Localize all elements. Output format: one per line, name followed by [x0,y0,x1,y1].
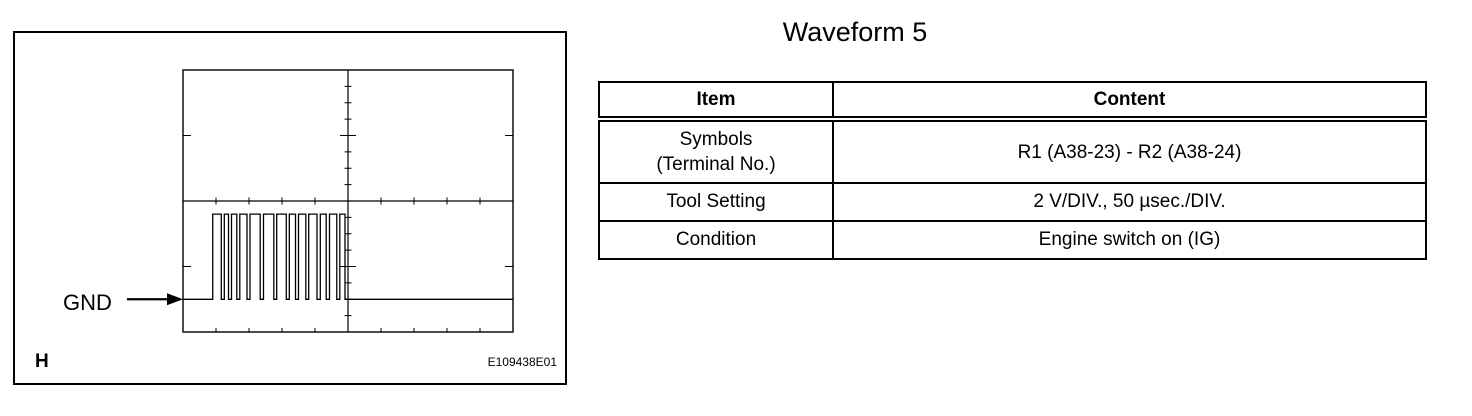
gnd-arrow-head [167,293,183,306]
panel-letter: H [35,351,49,372]
figure-id: E109438E01 [487,355,557,369]
item-cell: Tool Setting [598,182,834,222]
item-line: (Terminal No.) [656,154,776,175]
table-row: Symbols (Terminal No.) R1 (A38-23) - R2 … [598,118,1427,184]
table-row: Tool Setting 2 V/DIV., 50 µsec./DIV. [598,182,1427,222]
gnd-label: GND [63,290,112,315]
waveform-figure: GND H E109438E01 [13,31,567,385]
item-line: Symbols [679,129,753,150]
content-cell: Engine switch on (IG) [832,220,1427,260]
table-header-row: Item Content [598,81,1427,120]
header-item: Item [598,81,834,120]
item-cell: Condition [598,220,834,260]
oscilloscope-screen [127,69,514,333]
table-row: Condition Engine switch on (IG) [598,220,1427,260]
item-cell: Symbols (Terminal No.) [598,118,834,184]
waveform-trace [183,213,513,300]
header-content: Content [832,81,1427,120]
page-title: Waveform 5 [782,17,928,47]
info-table: Item Content Symbols (Terminal No.) R1 (… [598,81,1427,260]
content-cell: 2 V/DIV., 50 µsec./DIV. [832,182,1427,222]
content-cell: R1 (A38-23) - R2 (A38-24) [832,118,1427,184]
